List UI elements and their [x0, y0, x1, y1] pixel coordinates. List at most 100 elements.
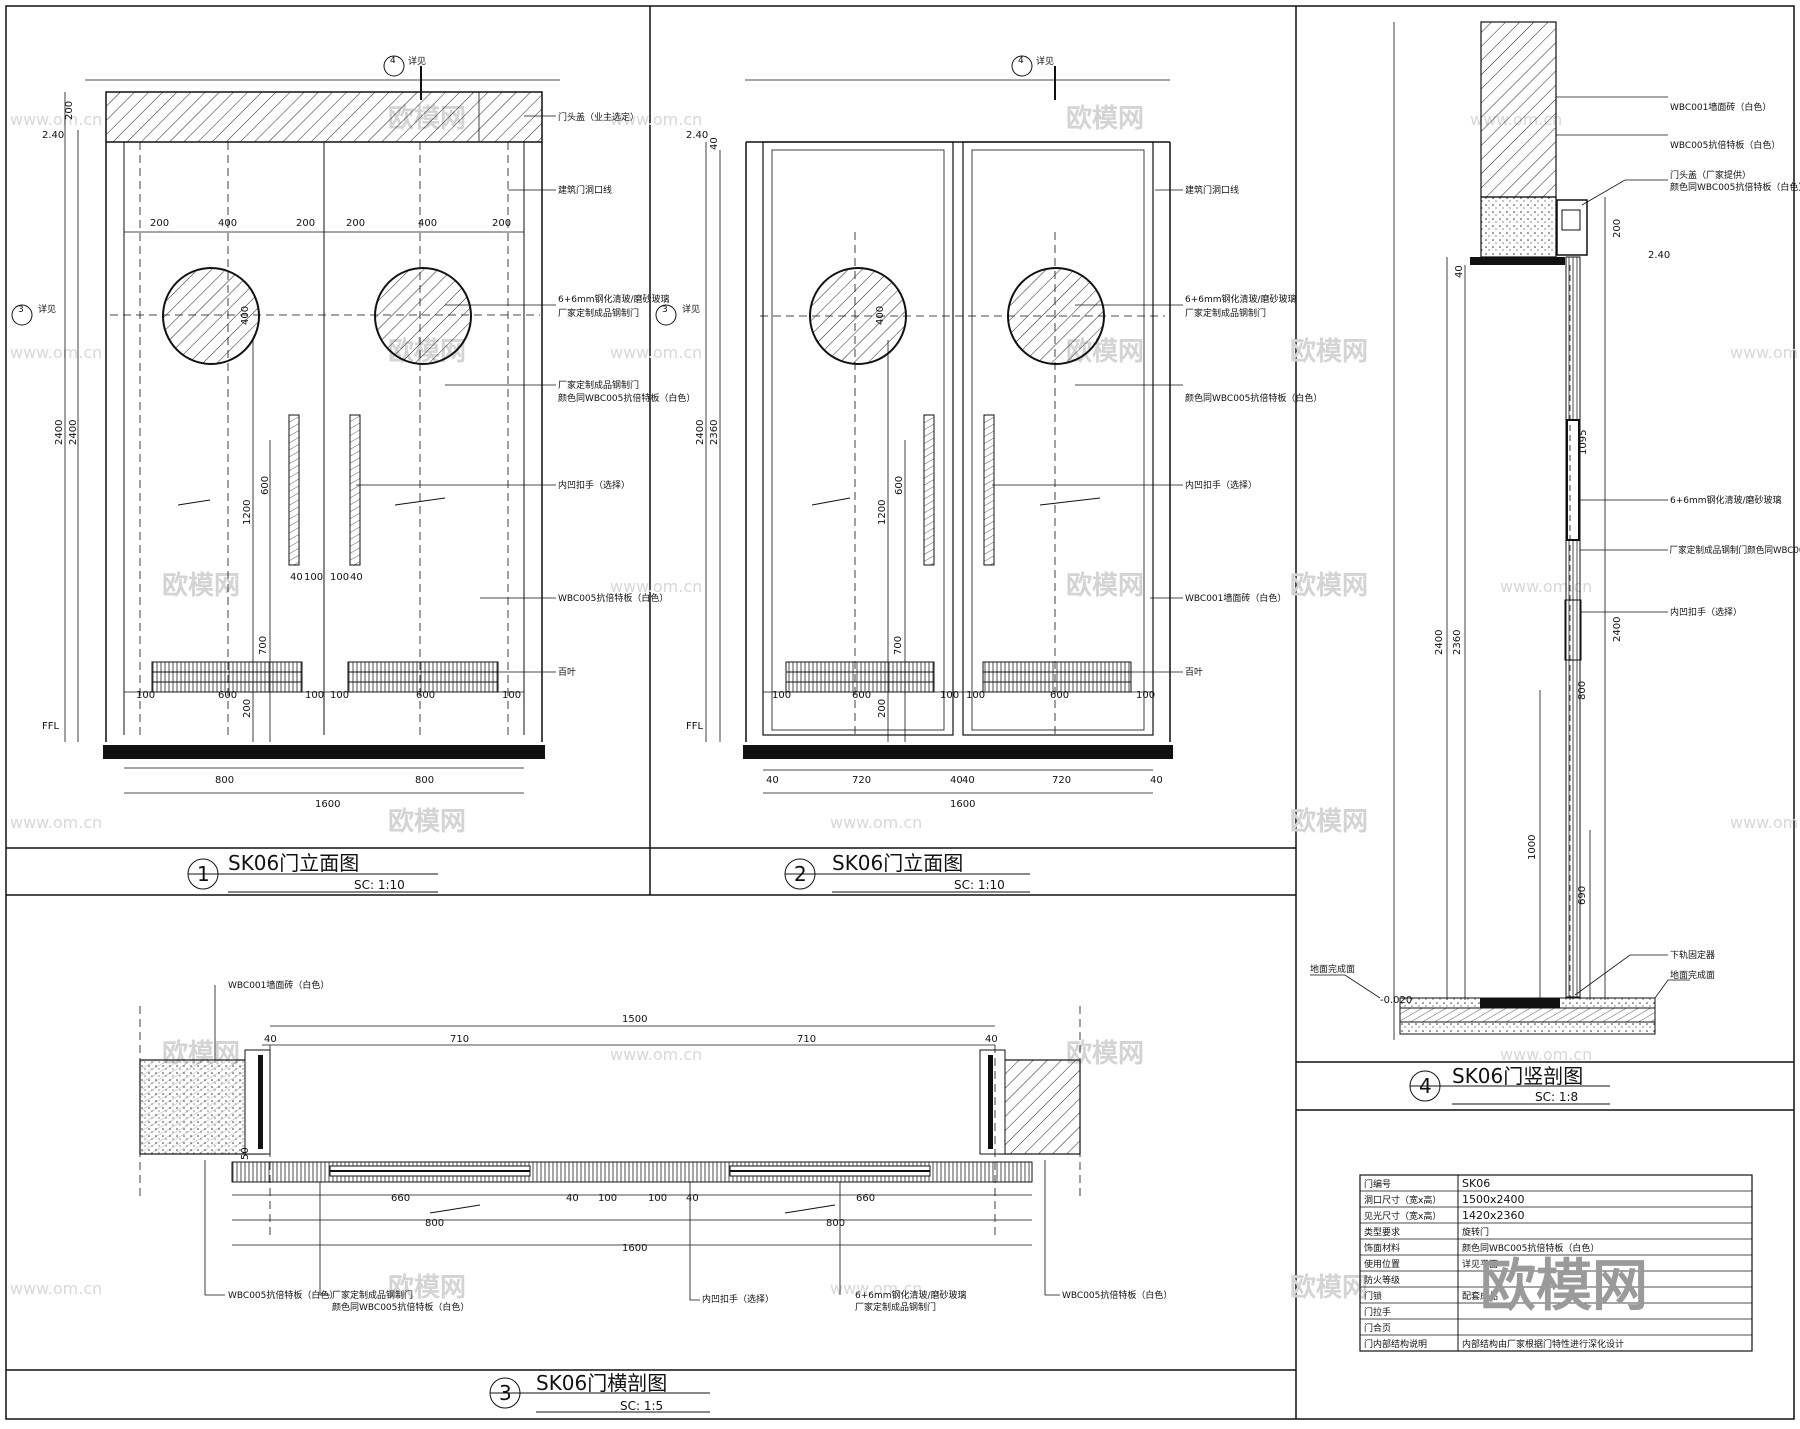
- table-row-label: 使用位置: [1364, 1258, 1400, 1270]
- door-head: [1556, 199, 1588, 256]
- svg-text:600: 600: [852, 690, 871, 701]
- svg-text:3: 3: [18, 305, 24, 315]
- door-leaf: [962, 141, 1154, 736]
- porthole-glass: [162, 267, 260, 365]
- svg-text:内凹扣手（选择）: 内凹扣手（选择）: [702, 1293, 774, 1305]
- table-row-label: 洞口尺寸（宽x高）: [1364, 1194, 1441, 1206]
- svg-text:2400: 2400: [1434, 630, 1445, 655]
- svg-text:1600: 1600: [315, 799, 340, 810]
- svg-text:660: 660: [391, 1193, 410, 1204]
- svg-text:720: 720: [1052, 775, 1071, 786]
- svg-text:100: 100: [304, 572, 323, 583]
- svg-text:WBC005抗倍特板（白色）: WBC005抗倍特板（白色）: [1062, 1289, 1172, 1301]
- svg-text:欧模网: 欧模网: [1290, 806, 1368, 837]
- svg-text:200: 200: [877, 699, 888, 718]
- svg-text:www.om.cn: www.om.cn: [610, 1045, 702, 1064]
- table-row-label: 饰面材料: [1364, 1242, 1400, 1254]
- svg-text:200: 200: [242, 699, 253, 718]
- svg-text:百叶: 百叶: [558, 667, 576, 678]
- svg-text:2.40: 2.40: [42, 130, 64, 141]
- svg-text:SC: 1:8: SC: 1:8: [1535, 1090, 1578, 1104]
- svg-text:200: 200: [296, 218, 315, 229]
- svg-text:2360: 2360: [709, 420, 720, 445]
- svg-text:400: 400: [240, 306, 251, 325]
- svg-text:800: 800: [425, 1218, 444, 1229]
- svg-text:600: 600: [416, 690, 435, 701]
- svg-text:www.om.cn: www.om.cn: [10, 1279, 102, 1298]
- svg-text:200: 200: [1612, 219, 1623, 238]
- svg-text:40: 40: [566, 1193, 579, 1204]
- svg-text:2.40: 2.40: [1648, 250, 1670, 261]
- svg-text:100: 100: [772, 690, 791, 701]
- table-row-label: 防火等级: [1364, 1274, 1400, 1286]
- porthole-glass: [374, 267, 472, 365]
- wall-right: [999, 1059, 1081, 1155]
- svg-text:www.om.cn: www.om.cn: [610, 577, 702, 596]
- svg-text:4: 4: [1018, 56, 1024, 66]
- svg-text:40: 40: [264, 1034, 277, 1045]
- louver: [347, 661, 499, 693]
- svg-text:800: 800: [215, 775, 234, 786]
- svg-text:700: 700: [258, 636, 269, 655]
- recessed-handle: [983, 414, 995, 566]
- svg-text:200: 200: [64, 101, 75, 120]
- svg-text:100: 100: [136, 690, 155, 701]
- svg-text:40: 40: [1454, 265, 1465, 278]
- table-row-label: 门内部结构说明: [1364, 1338, 1427, 1350]
- svg-text:6+6mm钢化清玻/磨砂玻璃: 6+6mm钢化清玻/磨砂玻璃: [558, 293, 670, 305]
- svg-text:FFL: FFL: [686, 721, 704, 732]
- floor-slab: [743, 745, 1173, 759]
- svg-text:1095: 1095: [1578, 430, 1589, 455]
- svg-text:600: 600: [894, 476, 905, 495]
- svg-text:100: 100: [330, 690, 349, 701]
- svg-text:厂家定制成品钢制门: 厂家定制成品钢制门: [558, 379, 639, 391]
- svg-text:200: 200: [492, 218, 511, 229]
- svg-text:100: 100: [1136, 690, 1155, 701]
- svg-text:40: 40: [1150, 775, 1163, 786]
- svg-text:SK06门横剖图: SK06门横剖图: [536, 1371, 667, 1395]
- recessed-handle: [349, 414, 361, 566]
- svg-text:710: 710: [797, 1034, 816, 1045]
- svg-text:100: 100: [940, 690, 959, 701]
- svg-text:WBC001墙面砖（白色）: WBC001墙面砖（白色）: [228, 979, 329, 991]
- svg-text:欧模网: 欧模网: [1066, 103, 1144, 134]
- table-row-value: 旋转门: [1462, 1226, 1489, 1238]
- svg-text:欧模网: 欧模网: [162, 570, 240, 601]
- svg-text:www.om.cn: www.om.cn: [830, 813, 922, 832]
- svg-text:700: 700: [893, 636, 904, 655]
- svg-text:详见: 详见: [408, 55, 426, 67]
- table-row-value: 1420x2360: [1462, 1209, 1525, 1222]
- svg-text:欧模网: 欧模网: [1290, 570, 1368, 601]
- svg-text:2400: 2400: [54, 420, 65, 445]
- svg-text:SK06门竖剖图: SK06门竖剖图: [1452, 1064, 1583, 1088]
- plan-section-3: 1500 40 710 710 40 660 40 100 100 40 660…: [139, 979, 1172, 1413]
- svg-text:百叶: 百叶: [1185, 667, 1203, 678]
- vertical-section-4: 2400 2360 2400 200 40 1095 800 1000 690 …: [1310, 21, 1800, 1105]
- svg-text:800: 800: [415, 775, 434, 786]
- svg-text:WBC005抗倍特板（白色）: WBC005抗倍特板（白色）: [558, 592, 668, 604]
- svg-text:详见: 详见: [38, 303, 56, 315]
- door-leaf: [762, 141, 954, 736]
- svg-text:SC: 1:5: SC: 1:5: [620, 1399, 663, 1413]
- svg-text:颜色同WBC005抗倍特板（白色）: 颜色同WBC005抗倍特板（白色）: [1670, 181, 1800, 193]
- table-row-label: 门锁: [1364, 1290, 1382, 1302]
- svg-text:1000: 1000: [1527, 835, 1538, 860]
- porthole-glass: [809, 267, 907, 365]
- svg-text:WBC005抗倍特板（白色）: WBC005抗倍特板（白色）: [1670, 139, 1780, 151]
- svg-text:厂家定制成品钢制门: 厂家定制成品钢制门: [855, 1301, 936, 1313]
- svg-text:www.om.cn: www.om.cn: [1500, 1045, 1592, 1064]
- table-row-label: 门编号: [1364, 1178, 1391, 1190]
- svg-text:www.om.cn: www.om.cn: [1730, 343, 1800, 362]
- svg-text:50: 50: [240, 1147, 251, 1160]
- svg-text:100: 100: [330, 572, 349, 583]
- svg-text:2.40: 2.40: [686, 130, 708, 141]
- svg-text:颜色同WBC005抗倍特板（白色）: 颜色同WBC005抗倍特板（白色）: [1185, 392, 1322, 404]
- svg-text:1600: 1600: [622, 1243, 647, 1254]
- svg-text:下轨固定器: 下轨固定器: [1670, 949, 1715, 961]
- svg-text:颜色同WBC005抗倍特板（白色）: 颜色同WBC005抗倍特板（白色）: [332, 1301, 469, 1313]
- svg-text:6+6mm钢化清玻/磨砂玻璃: 6+6mm钢化清玻/磨砂玻璃: [855, 1289, 967, 1301]
- svg-text:720: 720: [852, 775, 871, 786]
- svg-text:40: 40: [686, 1193, 699, 1204]
- svg-text:厂家定制成品钢制门: 厂家定制成品钢制门: [558, 307, 639, 319]
- table-row-label: 见光尺寸（宽x高）: [1364, 1210, 1441, 1222]
